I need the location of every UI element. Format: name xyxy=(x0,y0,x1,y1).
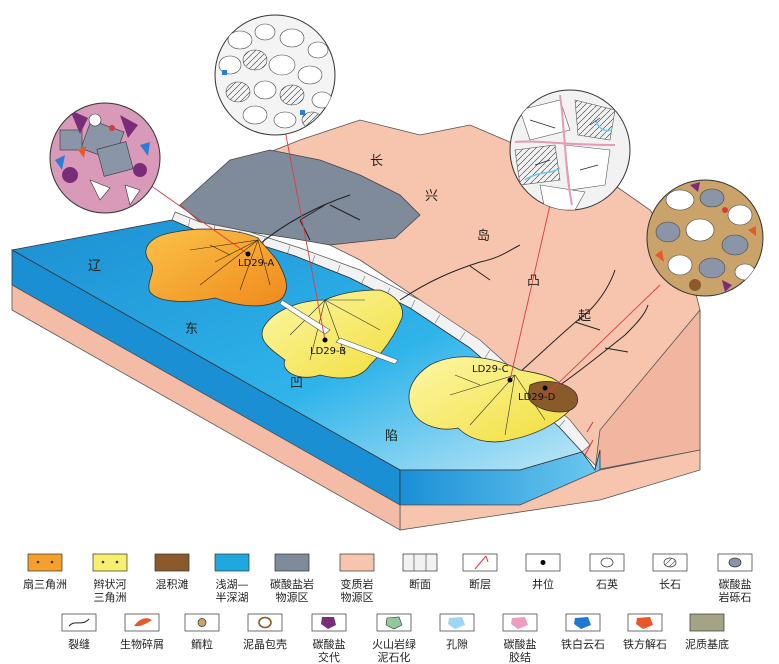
legend-label: 长石 xyxy=(659,578,681,591)
thin-section-b xyxy=(214,14,336,136)
legend-item-volcanic-chloritization: 火山岩绿 泥石化 xyxy=(372,613,416,664)
label-xing: 兴 xyxy=(425,189,438,204)
legend-label: 扇三角洲 xyxy=(23,577,67,591)
legend-label: 辫状河 xyxy=(94,577,127,591)
legend-item-mixed-beach: 混积滩 xyxy=(154,553,190,591)
well-ld29-d: LD29-D xyxy=(518,385,556,403)
legend-label: 泥石化 xyxy=(378,650,411,664)
legend-label: 半深湖 xyxy=(216,590,249,604)
legend-label: 岩砾石 xyxy=(719,590,752,604)
well-label: LD29-A xyxy=(238,258,274,269)
well-label: LD29-C xyxy=(472,364,509,375)
legend-label: 断层 xyxy=(469,577,491,591)
label-dong: 东 xyxy=(185,322,198,337)
callout-lines xyxy=(149,129,661,397)
legend-label: 变质岩 xyxy=(341,577,374,591)
legend-item-well: 井位 xyxy=(525,553,561,591)
legend-label: 碳酸盐岩 xyxy=(270,577,314,591)
legend-label: 铁方解石 xyxy=(623,637,667,651)
label-tu: 凸 xyxy=(527,274,540,289)
well-label: LD29-D xyxy=(518,392,556,403)
legend-item-argillaceous-matrix: 泥质基底 xyxy=(685,613,729,651)
legend-label: 生物碎屑 xyxy=(120,637,164,651)
legend: 扇三角洲 辫状河 三角洲 混积滩 浅湖— 半深湖 碳酸盐岩 物源区 变质岩 物源… xyxy=(23,553,753,664)
legend-label: 物源区 xyxy=(276,590,309,604)
legend-item-pore: 孔隙 xyxy=(439,613,475,651)
legend-item-carbonate-source: 碳酸盐岩 物源区 xyxy=(270,553,314,604)
legend-label: 物源区 xyxy=(341,590,374,604)
label-xian: 陷 xyxy=(385,429,398,444)
legend-label: 混积滩 xyxy=(156,577,189,591)
legend-item-fan-delta: 扇三角洲 xyxy=(23,553,67,591)
well-label: LD29-B xyxy=(310,346,346,357)
legend-item-braided-delta: 辫状河 三角洲 xyxy=(92,553,128,604)
well-ld29-b: LD29-B xyxy=(310,337,346,357)
label-liao: 辽 xyxy=(88,259,101,274)
well-ld29-c: LD29-C xyxy=(472,364,513,383)
legend-label: 火山岩绿 xyxy=(372,637,416,651)
thin-section-d xyxy=(646,179,764,297)
legend-item-metamorphic-source: 变质岩 物源区 xyxy=(339,553,375,604)
legend-item-carbonate-cement: 碳酸盐 胶结 xyxy=(502,613,538,664)
legend-label: 浅湖— xyxy=(216,578,249,591)
thin-section-a xyxy=(49,102,161,214)
legend-item-fault: 断层 xyxy=(462,553,498,591)
channel-bar xyxy=(279,299,331,335)
channel-bar xyxy=(335,337,399,365)
legend-item-fracture: 裂缝 xyxy=(61,613,97,651)
legend-label: 井位 xyxy=(532,577,554,591)
legend-label: 三角洲 xyxy=(94,591,127,604)
legend-label: 碳酸盐 xyxy=(504,637,537,651)
legend-item-bioclast: 生物碎屑 xyxy=(120,613,164,651)
legend-label: 泥晶包壳 xyxy=(243,637,287,651)
legend-label: 泥质基底 xyxy=(685,637,729,651)
delta-c-channels xyxy=(449,374,546,436)
legend-label: 铁白云石 xyxy=(561,637,605,651)
legend-label: 交代 xyxy=(318,650,340,664)
legend-item-quartz: 石英 xyxy=(589,553,625,591)
legend-item-micrite-envelope: 泥晶包壳 xyxy=(243,613,287,651)
legend-item-feldspar: 长石 xyxy=(652,553,688,591)
fault-lines xyxy=(584,421,594,456)
legend-label: 裂缝 xyxy=(68,637,90,651)
legend-label: 断面 xyxy=(409,577,431,591)
legend-label: 碳酸盐 xyxy=(719,577,752,591)
legend-label: 石英 xyxy=(596,577,618,591)
legend-item-ooid: 鲕粒 xyxy=(184,613,220,651)
legend-label: 鲕粒 xyxy=(191,637,213,651)
fan-delta-a xyxy=(145,228,287,307)
basement-front xyxy=(399,449,701,531)
legend-item-ankerite: 铁白云石 xyxy=(561,613,605,651)
legend-item-carbonate-gravel: 碳酸盐 岩砾石 xyxy=(717,553,753,604)
legend-label: 胶结 xyxy=(509,650,531,664)
thin-section-c xyxy=(509,89,631,211)
legend-label: 碳酸盐 xyxy=(313,637,346,651)
braided-delta-c xyxy=(408,356,572,443)
fan-a-channels xyxy=(189,239,271,291)
legend-item-carbonate-replacement: 碳酸盐 交代 xyxy=(311,613,347,664)
label-dao: 岛 xyxy=(477,228,490,244)
label-qi: 起 xyxy=(578,309,591,324)
legend-label: 孔隙 xyxy=(446,637,468,651)
drainage-channels xyxy=(254,194,649,393)
label-ao: 凹 xyxy=(290,376,303,391)
legend-item-fault-plane: 断面 xyxy=(402,553,438,591)
mixed-beach-d xyxy=(527,381,579,413)
well-ld29-a: LD29-A xyxy=(238,251,274,269)
legend-item-lake: 浅湖— 半深湖 xyxy=(214,553,250,604)
legend-item-ferrocalcite: 铁方解石 xyxy=(623,613,667,651)
label-chang: 长 xyxy=(370,154,383,169)
